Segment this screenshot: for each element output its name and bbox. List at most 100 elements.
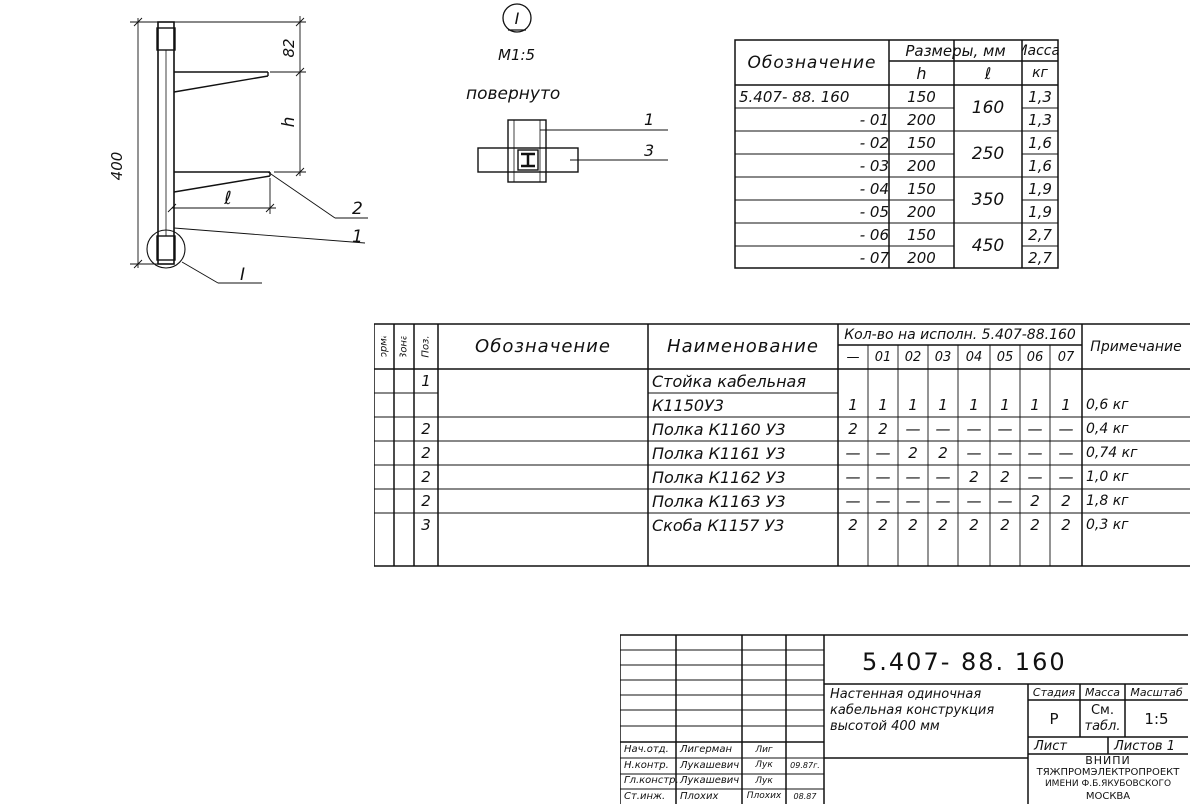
spec-row-qty: — xyxy=(935,468,951,486)
sizes-row-mass: 2,7 xyxy=(1028,225,1052,244)
spec-row-qty: — xyxy=(1058,444,1074,462)
sizes-row-l: 450 xyxy=(971,236,1005,256)
signature-date xyxy=(786,742,824,758)
spec-row-qty: — xyxy=(997,420,1013,438)
spec-row-qty: — xyxy=(905,468,921,486)
cable-post xyxy=(156,21,176,265)
scale-value: 1:5 xyxy=(1144,709,1169,728)
spec-header-designation: Обозначение xyxy=(475,336,611,357)
title-line-3: высотой 400 мм xyxy=(830,718,940,734)
spec-row-qty: — xyxy=(1058,420,1074,438)
spec-row-qty: 2 xyxy=(969,516,979,534)
spec-table-grid xyxy=(374,323,1190,567)
spec-row-name: Полка К1162 У3 xyxy=(652,467,786,487)
spec-row-qty: 2 xyxy=(1030,516,1040,534)
sizes-row-mass: 1,6 xyxy=(1028,156,1052,175)
spec-row-qty: — xyxy=(935,492,951,510)
spec-row-note: 0,4 кг xyxy=(1086,421,1129,437)
shelf-lower xyxy=(173,171,271,193)
spec-row-qty: — xyxy=(966,444,982,462)
spec-row-qty: — xyxy=(845,444,861,462)
spec-row-qty: 1 xyxy=(969,396,979,414)
signature-date: 08.87 xyxy=(793,791,817,801)
sizes-row-mass: 1,3 xyxy=(1028,110,1052,129)
spec-row-qty: 2 xyxy=(848,420,858,438)
sizes-row-h: 150 xyxy=(907,133,936,152)
scale-header: Масштаб xyxy=(1130,685,1183,699)
spec-variant-header: 07 xyxy=(1057,349,1075,365)
spec-row-qty: — xyxy=(966,492,982,510)
spec-variant-header: 03 xyxy=(934,349,952,365)
spec-row-note xyxy=(1082,369,1194,393)
spec-row-qty: 1 xyxy=(1000,396,1010,414)
spec-row-qty: 1 xyxy=(908,396,918,414)
spec-row-qty: — xyxy=(905,420,921,438)
spec-row-qty: — xyxy=(997,492,1013,510)
spec-row-qty xyxy=(1050,369,1082,393)
signature-role: Нач.отд. xyxy=(624,744,669,756)
spec-row-qty: 2 xyxy=(1000,516,1010,534)
sizes-row-h: 150 xyxy=(907,87,936,106)
view-marker-circle xyxy=(502,3,532,33)
spec-row-note: 0,74 кг xyxy=(1086,445,1138,461)
spec-row-qty: 1 xyxy=(848,396,858,414)
spec-row-qty: 1 xyxy=(938,396,948,414)
spec-row-qty: — xyxy=(935,420,951,438)
spec-row-qty xyxy=(990,369,1020,393)
title-block-grid xyxy=(620,634,1188,804)
spec-row-name: Стойка кабельная xyxy=(652,371,806,391)
sheets-label: Листов 1 xyxy=(1114,738,1175,754)
position-1-label: 1 xyxy=(352,227,363,247)
sizes-header-designation: Обозначение xyxy=(747,52,877,73)
sizes-row-designation: 5.407- 88. 160 xyxy=(739,87,850,106)
spec-variant-header: 06 xyxy=(1026,349,1044,365)
sizes-row-designation: - 03 xyxy=(859,156,889,175)
position-2-label: 2 xyxy=(352,199,363,219)
spec-row-pos: 2 xyxy=(421,420,431,438)
spec-variant-header: 02 xyxy=(904,349,922,365)
spec-row-qty: 2 xyxy=(1061,492,1071,510)
dim-total-label: 400 xyxy=(108,152,126,181)
stage-header: Стадия xyxy=(1032,685,1076,699)
spec-row-name: Полка К1160 У3 xyxy=(652,419,786,439)
spec-row-qty: — xyxy=(875,444,891,462)
spec-row-qty: — xyxy=(1027,420,1043,438)
org-line-1: ВНИПИ xyxy=(1085,754,1131,766)
spec-row-name: Скоба К1157 У3 xyxy=(652,515,785,535)
sizes-row-designation: - 06 xyxy=(859,225,889,244)
org-line-3: ИМЕНИ Ф.Б.ЯКУБОВСКОГО xyxy=(1044,779,1172,789)
sizes-header-mass-unit: кг xyxy=(1032,65,1048,81)
spec-row-qty: 2 xyxy=(1000,468,1010,486)
signature-role: Н.контр. xyxy=(624,759,669,771)
sizes-header-l: ℓ xyxy=(984,63,992,83)
title-block: 5.407- 88. 160 Настенная одиночная кабел… xyxy=(620,634,1188,804)
sizes-row-designation: - 02 xyxy=(859,133,889,152)
signature-name: Лигерман xyxy=(680,744,732,756)
signature-sign: Лиг xyxy=(755,744,773,755)
sizes-row-designation: - 05 xyxy=(859,202,889,221)
detail-position-1: 1 xyxy=(644,110,654,129)
spec-row-qty: 2 xyxy=(969,468,979,486)
spec-header-qty: Кол-во на исполн. 5.407-88.160 xyxy=(844,326,1076,343)
spec-row-pos: 2 xyxy=(421,444,431,462)
spec-row-qty xyxy=(928,369,958,393)
spec-row-qty: — xyxy=(875,468,891,486)
spec-row-qty: 1 xyxy=(1061,396,1071,414)
signature-date xyxy=(786,773,824,789)
view-marker-label: I xyxy=(515,9,520,28)
spec-row-qty xyxy=(868,369,898,393)
spec-row-name: К1150У3 xyxy=(652,395,725,415)
shelf-upper xyxy=(173,71,269,93)
mass-value-1: См. xyxy=(1090,702,1115,718)
spec-row-qty: 2 xyxy=(938,516,948,534)
spec-row-qty: 2 xyxy=(848,516,858,534)
detail-position-3: 3 xyxy=(644,141,654,160)
spec-row-qty: — xyxy=(997,444,1013,462)
spec-row-qty: 2 xyxy=(938,444,948,462)
detail-marker-label: I xyxy=(240,265,245,285)
signature-name: Лукашевич xyxy=(680,775,740,787)
spec-header-note: Примечание xyxy=(1090,338,1182,355)
dim-top-label: 82 xyxy=(280,38,298,57)
spec-row-name: Полка К1163 У3 xyxy=(652,491,786,511)
